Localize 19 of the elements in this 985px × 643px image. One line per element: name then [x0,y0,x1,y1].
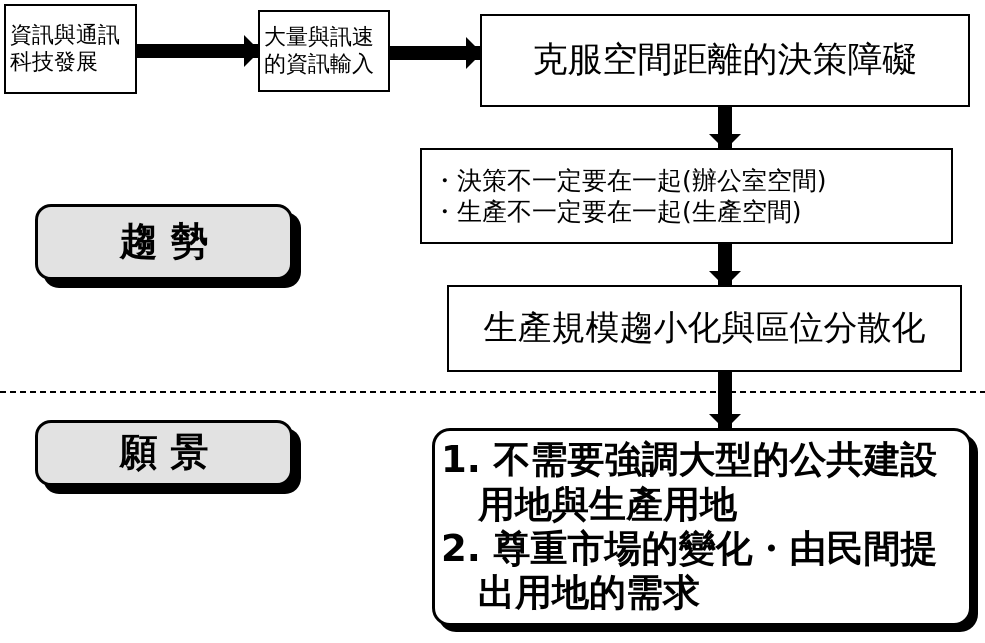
block-arrow [137,35,260,67]
block-arrow [709,372,741,430]
process-box [4,4,137,94]
process-box [420,148,953,244]
block-arrow [709,107,741,150]
node-text: 生產規模趨小化與區位分散化 [484,307,926,350]
node-text: 資訊與通訊科技發展 [10,22,121,76]
process-box [258,10,390,92]
section-title: 趨 勢 [119,218,209,266]
node-text: 大量與訊速的資訊輸入 [264,24,375,78]
node-text: 1. 不需要強調大型的公共建設用地與生產用地 [441,438,939,527]
process-box [480,14,970,107]
section-title: 願 景 [119,429,209,476]
node-text: ・決策不一定要在一起(辦公室空間) [432,164,828,196]
node-text: 克服空間距離的決策障礙 [532,38,918,82]
node-text: ・生產不一定要在一起(生產空間) [432,196,803,228]
block-arrow [390,37,482,69]
process-box [447,285,962,372]
node-text: 2. 尊重市場的變化・由民間提出用地的需求 [441,527,939,616]
